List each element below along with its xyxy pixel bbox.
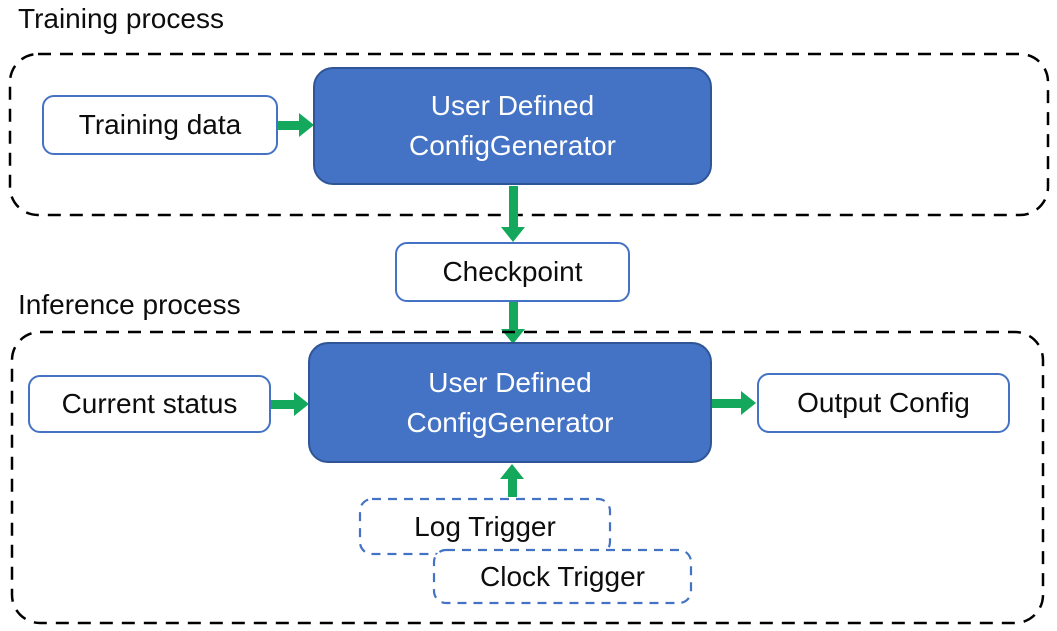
checkpoint-label: Checkpoint <box>442 256 583 287</box>
arrow-current-status-to-generator <box>271 392 309 416</box>
training-generator-line1: User Defined <box>430 90 595 121</box>
log-trigger-label: Log Trigger <box>414 510 556 542</box>
arrow-training-data-to-generator <box>278 113 314 137</box>
training-generator-line2: ConfigGenerator <box>408 130 616 161</box>
training-section-label: Training process <box>18 3 224 34</box>
training-generator-box: User Defined ConfigGenerator <box>313 67 712 185</box>
training-container-frame <box>8 52 1050 217</box>
inference-generator-line2: ConfigGenerator <box>406 406 614 438</box>
output-config-label: Output Config <box>797 387 970 418</box>
clock-trigger-label: Clock Trigger <box>480 560 645 592</box>
inference-container-frame <box>10 330 1045 625</box>
training-data-box: Training data <box>42 95 278 155</box>
inference-section-label: Inference process <box>18 289 241 320</box>
arrow-triggers-to-generator <box>500 464 524 497</box>
clock-trigger-box: Clock Trigger <box>432 548 693 605</box>
inference-generator-box: User Defined ConfigGenerator <box>308 342 712 463</box>
inference-generator-line1: User Defined <box>428 366 592 398</box>
current-status-box: Current status <box>28 375 271 433</box>
training-data-label: Training data <box>78 109 242 140</box>
output-config-box: Output Config <box>757 373 1010 433</box>
arrow-generator-to-checkpoint <box>501 186 525 242</box>
checkpoint-box: Checkpoint <box>395 242 630 302</box>
log-trigger-box: Log Trigger <box>358 497 612 556</box>
arrow-generator-to-output-config <box>712 391 756 415</box>
current-status-label: Current status <box>61 388 238 419</box>
